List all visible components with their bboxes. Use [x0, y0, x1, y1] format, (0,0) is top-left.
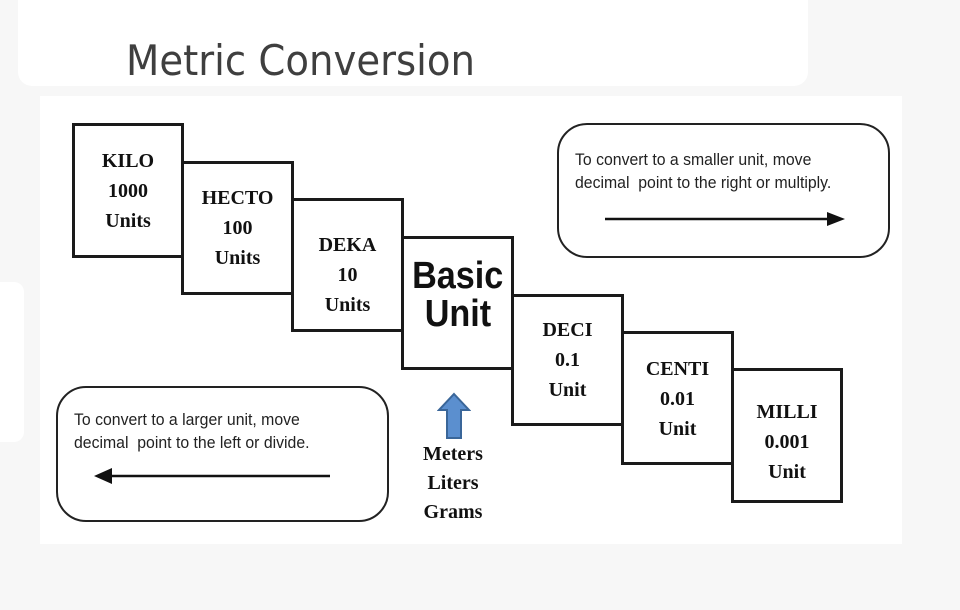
base-unit-grams: Grams [423, 501, 483, 523]
step-prefix: MILLI [756, 400, 818, 423]
left-edge-panel [0, 282, 24, 442]
step-unit: Unit [424, 293, 491, 335]
smaller-unit-note-text: To convert to a smaller unit, move decim… [575, 148, 831, 194]
right-arrow-icon [605, 212, 845, 226]
step-value: 0.001 [764, 430, 810, 453]
note-line: decimal point to the right or multiply. [575, 173, 832, 192]
step-unit: Units [105, 209, 151, 232]
step-value: 100 [222, 217, 253, 239]
step-basic-unit: Basic Unit [401, 236, 514, 370]
step-hecto: HECTO 100 Units [181, 161, 294, 295]
step-unit: Units [324, 294, 371, 316]
step-deci: DECI 0.1 Unit [511, 294, 624, 426]
note-line: decimal point to the left or divide. [74, 433, 310, 452]
base-units-list: Meters Liters Grams [404, 440, 502, 527]
note-line: To convert to a larger unit, move [74, 410, 300, 429]
base-unit-liters: Liters [427, 472, 479, 494]
title-card [18, 0, 808, 86]
step-prefix: DECI [542, 319, 593, 341]
step-prefix: KILO [101, 149, 155, 172]
step-unit: Unit [768, 460, 806, 483]
smaller-unit-note: To convert to a smaller unit, move decim… [557, 123, 890, 258]
step-milli: MILLI 0.001 Unit [731, 368, 843, 503]
note-line: To convert to a smaller unit, move [575, 150, 812, 169]
page-title: Metric Conversion [126, 36, 476, 85]
step-unit: Units [214, 247, 261, 269]
step-unit: Unit [658, 418, 697, 440]
step-value: 1000 [108, 179, 148, 202]
step-prefix: Basic [411, 255, 504, 297]
larger-unit-note: To convert to a larger unit, move decima… [56, 386, 389, 522]
step-centi: CENTI 0.01 Unit [621, 331, 734, 465]
step-prefix: CENTI [645, 358, 710, 380]
step-prefix: DEKA [318, 234, 377, 256]
step-prefix: HECTO [201, 187, 274, 209]
step-kilo: KILO 1000 Units [72, 123, 184, 258]
step-unit: Unit [548, 379, 587, 401]
step-value: 0.01 [660, 388, 695, 410]
step-value: 0.1 [555, 349, 580, 371]
larger-unit-note-text: To convert to a larger unit, move decima… [74, 408, 310, 454]
base-unit-meters: Meters [423, 443, 483, 465]
step-value: 10 [337, 264, 358, 286]
left-arrow-icon [94, 468, 330, 484]
up-arrow-icon [437, 392, 471, 439]
step-deka: DEKA 10 Units [291, 198, 404, 332]
